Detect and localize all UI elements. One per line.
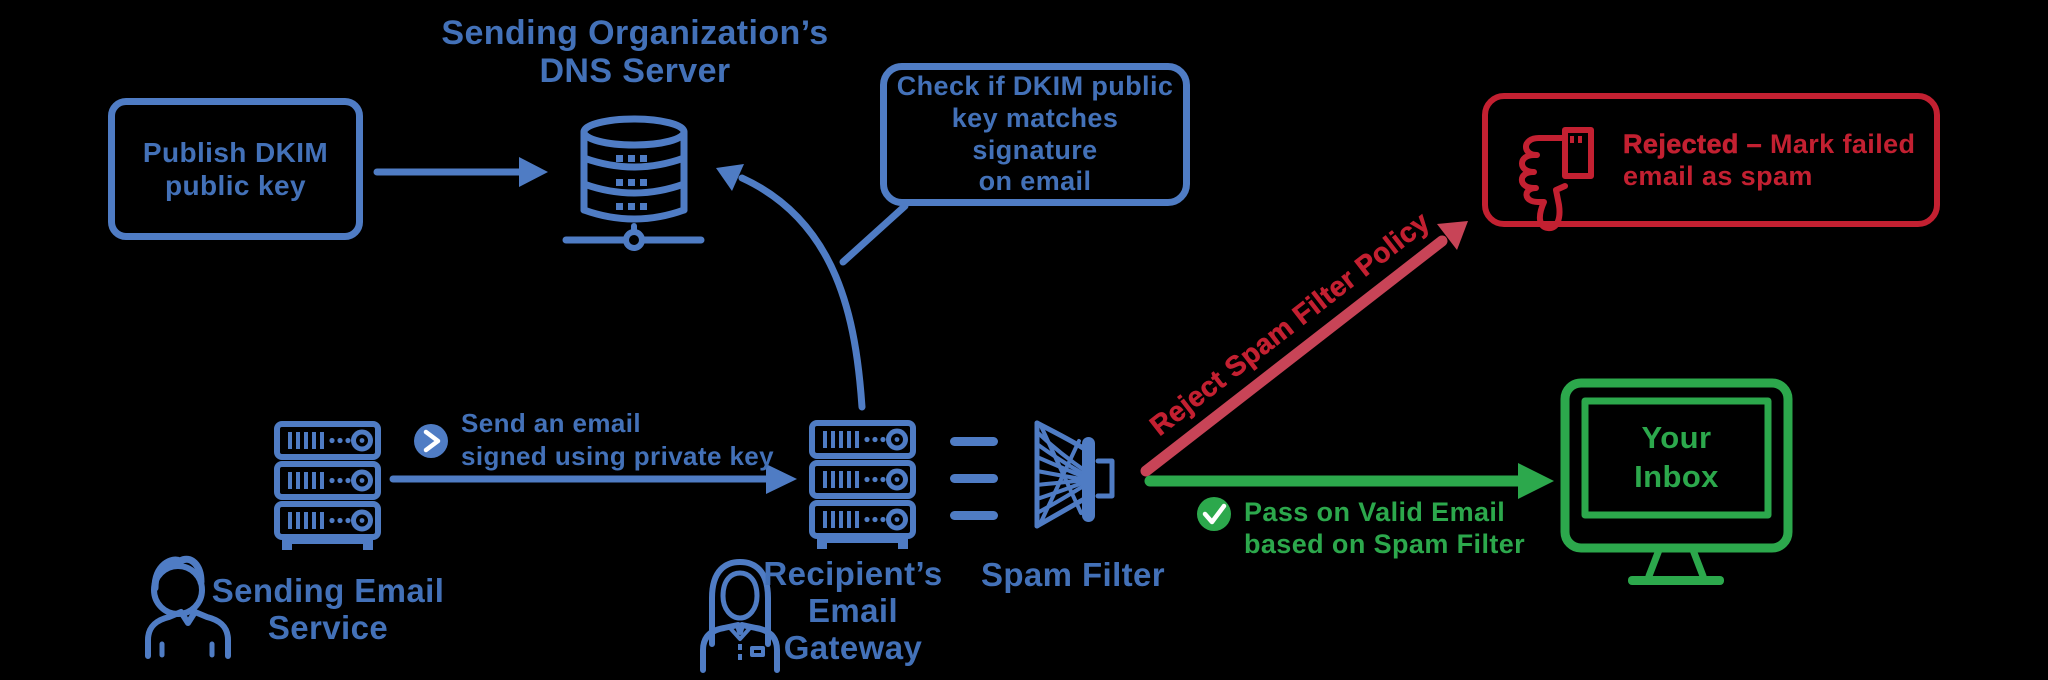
monitor-icon [1560,378,1793,585]
thumbs-down-icon [1518,127,1594,232]
link-bars-icon [950,437,998,520]
recipient-gateway-label: Recipient’s Email Gateway [763,555,943,666]
funnel-filter-icon [1034,420,1115,529]
person-female-icon [700,559,780,673]
database-icon [562,115,705,251]
spam-filter-label: Spam Filter [980,556,1166,593]
publish-dkim-box: Publish DKIM public key [108,98,363,240]
send-arrow [389,464,797,494]
publish-arrow [373,157,548,187]
server-rack-icon [812,423,913,549]
check-dkim-bubble: Check if DKIM public key matches signatu… [880,63,1190,206]
rejected-box: Rejected – Mark failed email as spam [1482,93,1940,227]
rejected-label-text: Mark failed email as spam [1623,128,1916,191]
send-email-edge-label: Send an email signed using private key [461,408,775,471]
pass-edge-label: Pass on Valid Email based on Spam Filter [1244,497,1526,560]
publish-dkim-label: Publish DKIM public key [142,136,329,201]
your-inbox-label: Your Inbox [1634,420,1719,494]
person-male-icon [145,555,231,659]
rejected-label-emphasis: Rejected – [1623,128,1770,159]
bubble-tail [839,202,909,266]
rejected-label: Rejected – Mark failed email as spam [1623,128,1934,193]
dns-server-title: Sending Organization’s DNS Server [441,14,829,91]
reject-arrow [1140,221,1468,477]
pass-arrow [1144,463,1554,499]
verify-curve-arrow [716,164,866,411]
chevron-right-circle-icon [414,424,448,458]
sending-email-service-label: Sending Email Service [211,572,445,646]
check-circle-icon [1197,497,1231,531]
server-rack-icon [277,424,378,550]
check-dkim-label: Check if DKIM public key matches signatu… [896,70,1174,197]
